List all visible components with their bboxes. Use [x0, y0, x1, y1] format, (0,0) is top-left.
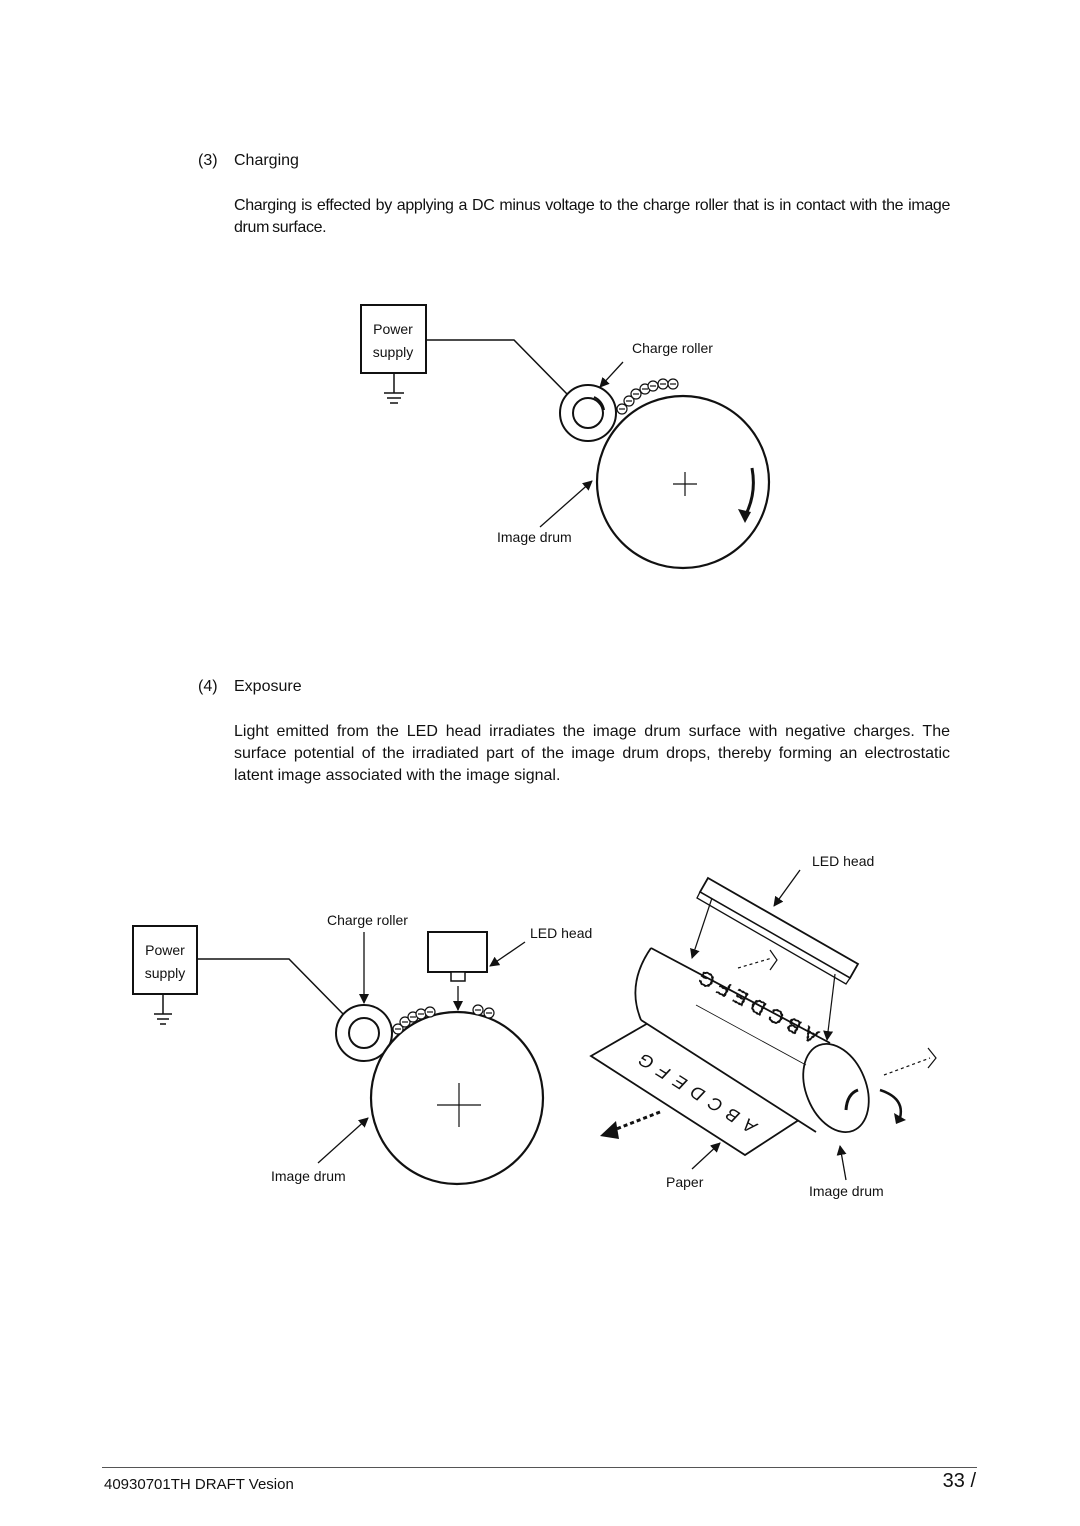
- exposure-paragraph: Light emitted from the LED head irradiat…: [234, 723, 950, 784]
- negative-charges: [616, 378, 679, 415]
- exposure-diagram: Power supply Charge roller LED head Imag…: [132, 853, 937, 1199]
- charge-roller: [559, 384, 617, 442]
- power-supply-box: [360, 304, 427, 374]
- section-title: Charging: [234, 152, 299, 169]
- image-drum-cylinder: [634, 947, 906, 1142]
- charging-paragraph: Charging is effected by applying a DC mi…: [234, 197, 950, 236]
- ground-icon: [154, 994, 172, 1025]
- section-number: (4): [198, 678, 218, 695]
- drum-scan-line: [695, 1004, 807, 1066]
- section-heading-exposure: (4) Exposure: [198, 678, 302, 696]
- ground-icon: [384, 373, 404, 404]
- charge-roller-label: Charge roller: [632, 340, 713, 356]
- power-supply-label-line2: supply: [373, 344, 413, 360]
- footer-doc-id: 40930701TH DRAFT Vesion: [104, 1476, 294, 1493]
- paper-direction-arrow: [600, 1110, 661, 1139]
- section-number: (3): [198, 152, 218, 169]
- paper-label: Paper: [666, 1174, 704, 1190]
- power-supply-box: [132, 925, 198, 995]
- charge-roller-arrow: [599, 361, 624, 388]
- rotation-arrow-icon: [738, 509, 751, 523]
- power-wire: [426, 339, 569, 396]
- power-wire: [197, 958, 348, 1019]
- image-drum: [595, 394, 771, 570]
- section-title: Exposure: [234, 678, 302, 695]
- image-drum-label: Image drum: [497, 529, 572, 545]
- image-drum-left-label: Image drum: [271, 1168, 346, 1184]
- image-drum-left-arrow: [317, 1117, 369, 1164]
- charging-diagram: Power supply Charge roller Image drum: [360, 304, 771, 570]
- image-drum-right-label: Image drum: [809, 1183, 884, 1199]
- section-heading-charging: (3) Charging: [198, 152, 299, 170]
- led-head-small-label: LED head: [530, 925, 592, 941]
- led-head-big-label: LED head: [812, 853, 874, 869]
- charge-roller: [335, 1004, 393, 1062]
- image-drum-right-arrow: [836, 1145, 847, 1181]
- footer-divider: [102, 1467, 977, 1468]
- dashed-guides: [737, 949, 937, 1076]
- image-drum-arrow: [539, 480, 593, 528]
- charge-roller-label: Charge roller: [327, 912, 408, 928]
- led-head-small: [427, 931, 488, 982]
- power-supply-label-line1: Power: [373, 321, 413, 337]
- power-supply-label-line2: supply: [145, 965, 185, 981]
- image-drum: [369, 1010, 545, 1186]
- negative-charges: [392, 1004, 495, 1035]
- led-head-big-arrow: [773, 869, 801, 907]
- page-number: 33 /: [942, 1470, 976, 1492]
- power-supply-label-line1: Power: [145, 942, 185, 958]
- led-head-small-arrow: [489, 941, 526, 967]
- paper-arrow: [691, 1142, 721, 1170]
- led-head-bar: [690, 876, 860, 1041]
